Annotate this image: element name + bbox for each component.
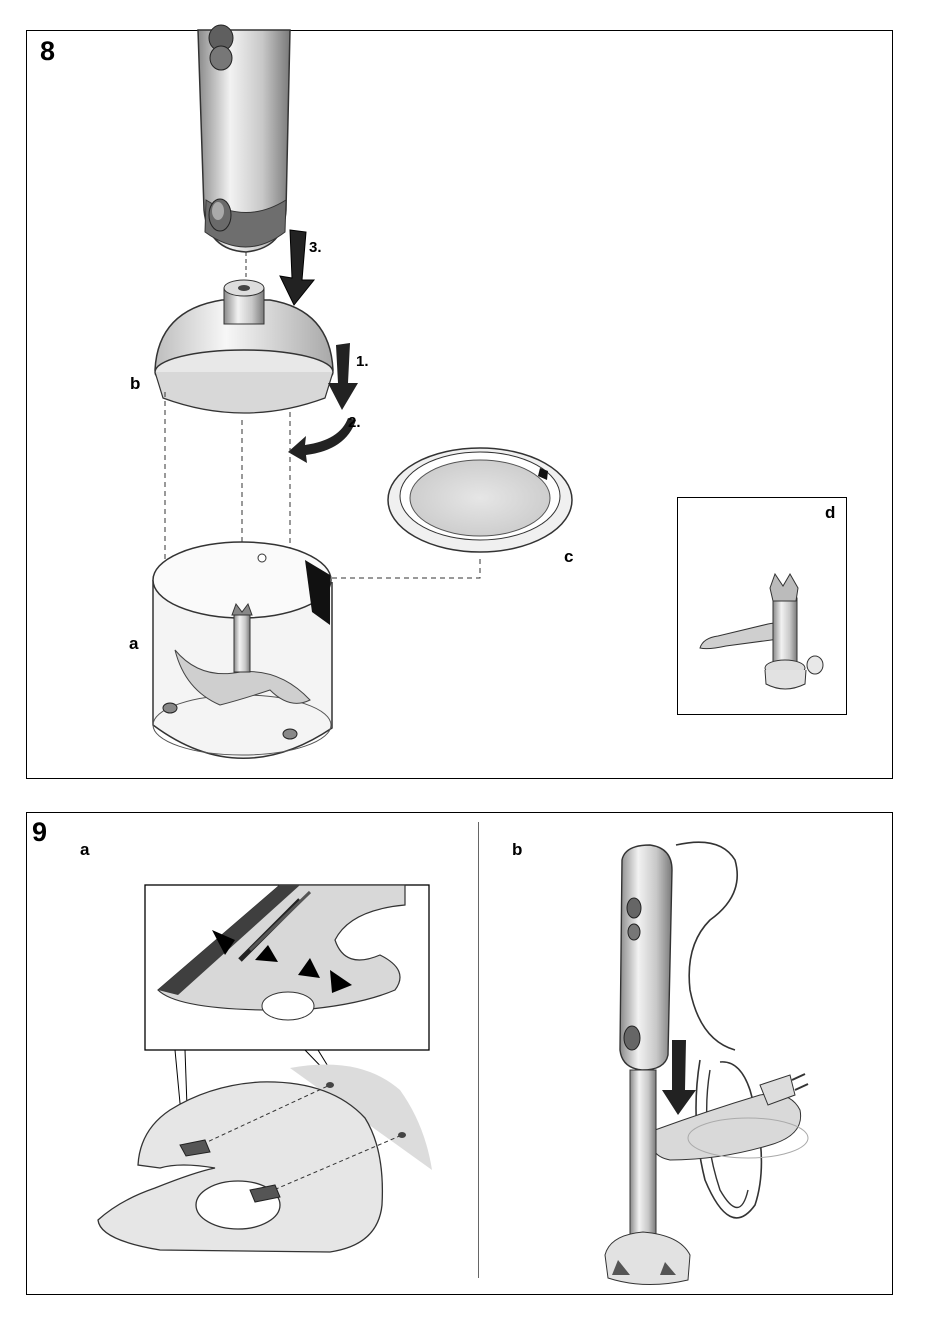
stored-blender-9b <box>605 842 808 1284</box>
wall-holder-9a <box>98 1064 432 1252</box>
